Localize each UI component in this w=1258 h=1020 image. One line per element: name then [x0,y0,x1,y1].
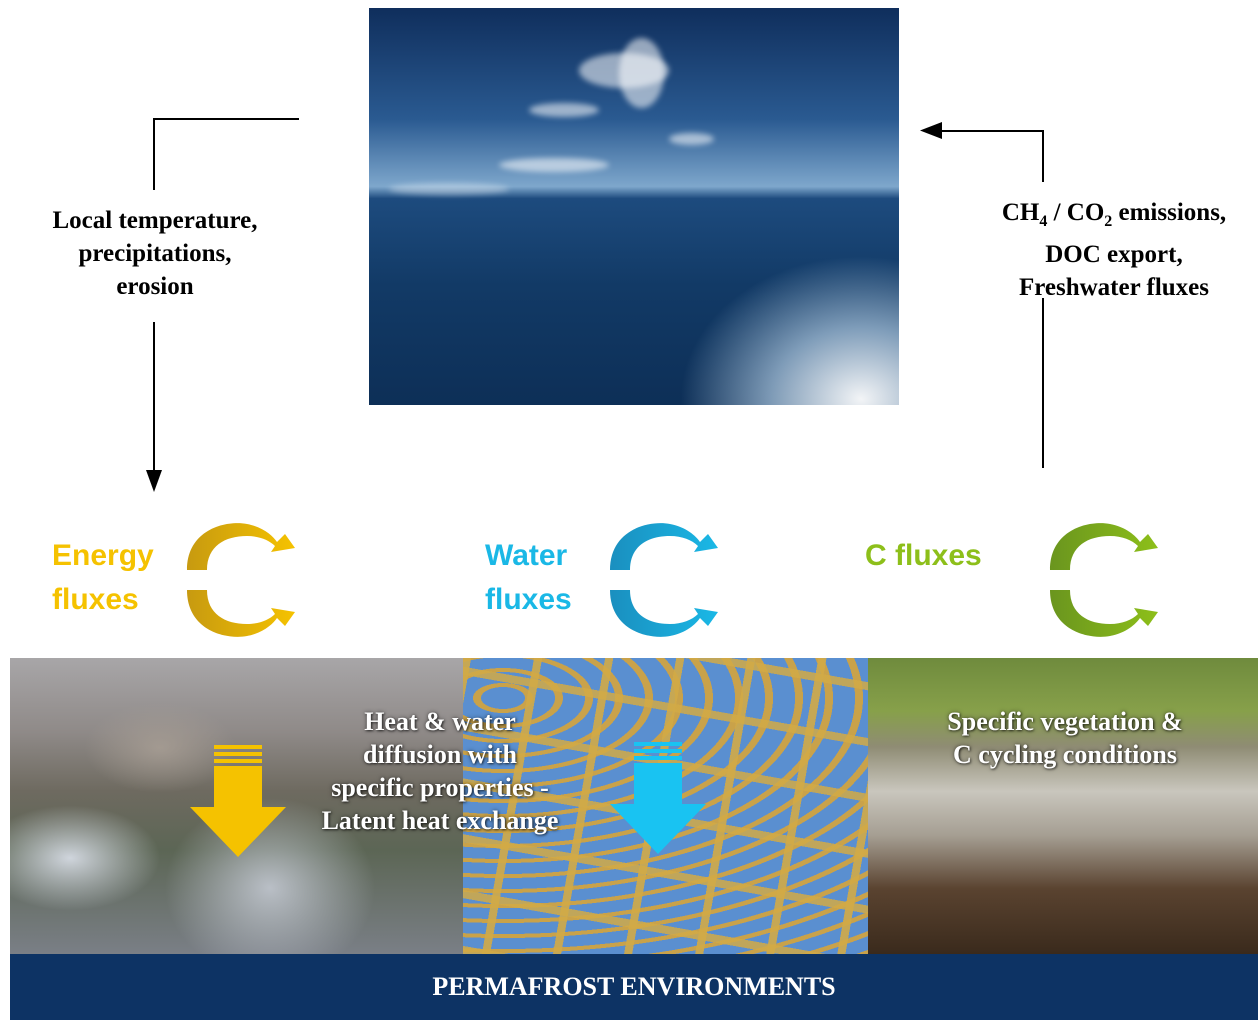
heat-water-diffusion-text: Heat & water diffusion with specific pro… [321,707,559,835]
energy-cycle-icon [187,523,295,637]
climate-drivers-line-3: erosion [116,273,194,300]
right-connector-arrowhead [920,122,942,139]
water-cycle-icon [610,523,718,637]
right-connector-top-vertical [1042,130,1044,182]
ocean-sky-image [369,8,899,405]
cycle-upper-arrow [1050,523,1158,570]
right-connector-bottom-vertical [1042,298,1044,468]
energy-down-arrow [190,745,286,857]
left-connector-top-horizontal [153,118,299,120]
emissions-line-2: DOC export, [1045,241,1183,268]
c-fluxes-label: C fluxes [865,539,982,572]
carbon-cycle-icon [1050,523,1158,637]
cycle-upper-arrow [610,523,718,570]
climate-drivers-line-2: precipitations, [78,240,232,267]
emissions-label: CH4 / CO2 emissions, DOC export, Freshwa… [970,196,1258,304]
cycle-upper-arrow [187,523,295,570]
water-fluxes-label: Water fluxes [485,539,572,616]
permafrost-environments-banner: PERMAFROST ENVIRONMENTS [10,954,1258,1020]
soil-profile-image [868,658,1258,954]
emissions-line-1: CH4 / CO2 emissions, [1001,199,1227,230]
right-connector-top-horizontal [936,130,1044,132]
banner-title: PERMAFROST ENVIRONMENTS [432,972,836,1001]
water-down-arrow [610,742,706,854]
left-connector-bottom-vertical [153,322,155,472]
left-connector-arrowhead [146,470,162,492]
energy-fluxes-label: Energy fluxes [52,539,154,616]
climate-drivers-line-1: Local temperature, [52,207,258,234]
climate-drivers-label: Local temperature, precipitations, erosi… [20,204,290,303]
emissions-line-3: Freshwater fluxes [1018,274,1209,301]
cycle-lower-arrow [610,590,718,637]
cycle-lower-arrow [1050,590,1158,637]
left-connector-top-vertical [153,118,155,190]
cycle-lower-arrow [187,590,295,637]
vegetation-carbon-text: Specific vegetation & C cycling conditio… [947,707,1183,769]
